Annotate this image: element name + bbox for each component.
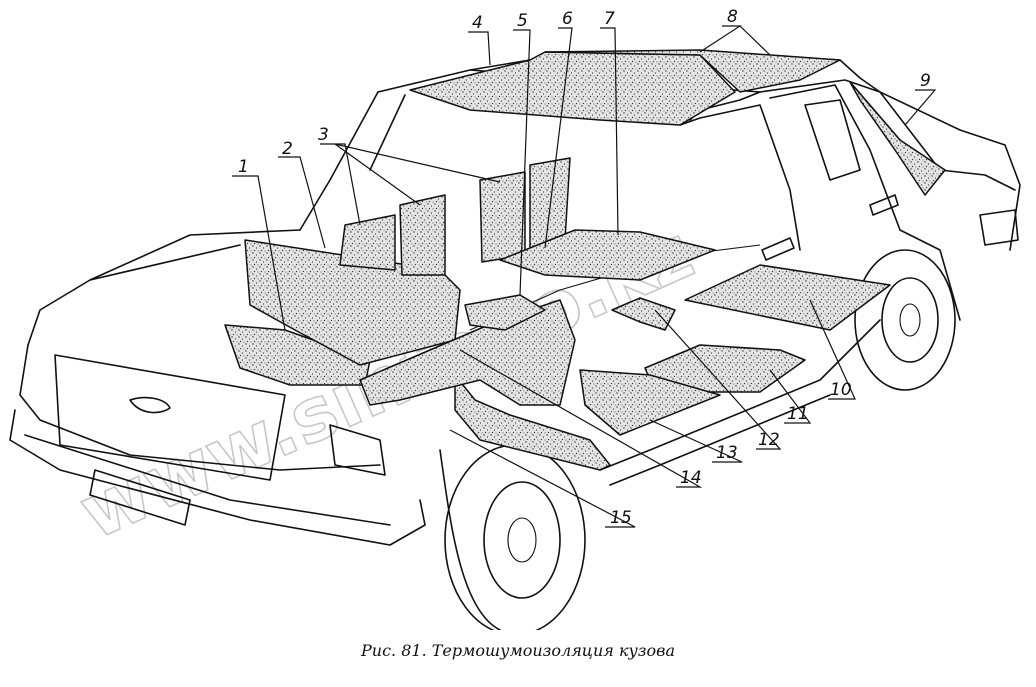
callout-7: 7 xyxy=(604,9,615,29)
panel-12 xyxy=(611,297,676,331)
panel-3a xyxy=(339,214,396,271)
panel-3b xyxy=(399,194,446,276)
callout-9: 9 xyxy=(920,71,931,91)
callout-10: 10 xyxy=(830,380,852,400)
car-insulation-diagram: www.sinteno.kz xyxy=(9,7,1021,636)
callout-3: 3 xyxy=(318,125,329,145)
callout-4: 4 xyxy=(472,13,483,33)
callout-2: 2 xyxy=(282,139,293,159)
callout-13: 13 xyxy=(716,443,738,463)
callout-11: 11 xyxy=(787,404,809,424)
callout-12: 12 xyxy=(758,430,780,450)
callout-15: 15 xyxy=(610,508,632,528)
panel-tunnel xyxy=(464,294,546,331)
panel-7 xyxy=(499,229,716,281)
callout-5: 5 xyxy=(517,11,528,31)
panel-10 xyxy=(684,264,891,331)
leader-lines xyxy=(232,25,937,528)
car-body xyxy=(9,51,1021,636)
callout-8: 8 xyxy=(727,7,738,27)
panel-14 xyxy=(454,374,611,471)
figure-caption: Рис. 81. Термошумоизоляция кузова xyxy=(361,641,675,660)
callout-1: 1 xyxy=(238,157,249,177)
panel-8-roof xyxy=(544,49,841,93)
panel-9 xyxy=(849,81,946,196)
panel-4-roof xyxy=(409,51,736,126)
insulation-panels xyxy=(224,49,946,471)
panel-5 xyxy=(479,171,526,263)
callout-6: 6 xyxy=(562,9,573,29)
panel-15 xyxy=(359,299,576,406)
callout-14: 14 xyxy=(680,468,702,488)
callout-labels: 1 2 3 4 5 6 7 8 9 10 11 12 13 14 15 xyxy=(238,7,931,528)
panel-13 xyxy=(579,369,721,436)
